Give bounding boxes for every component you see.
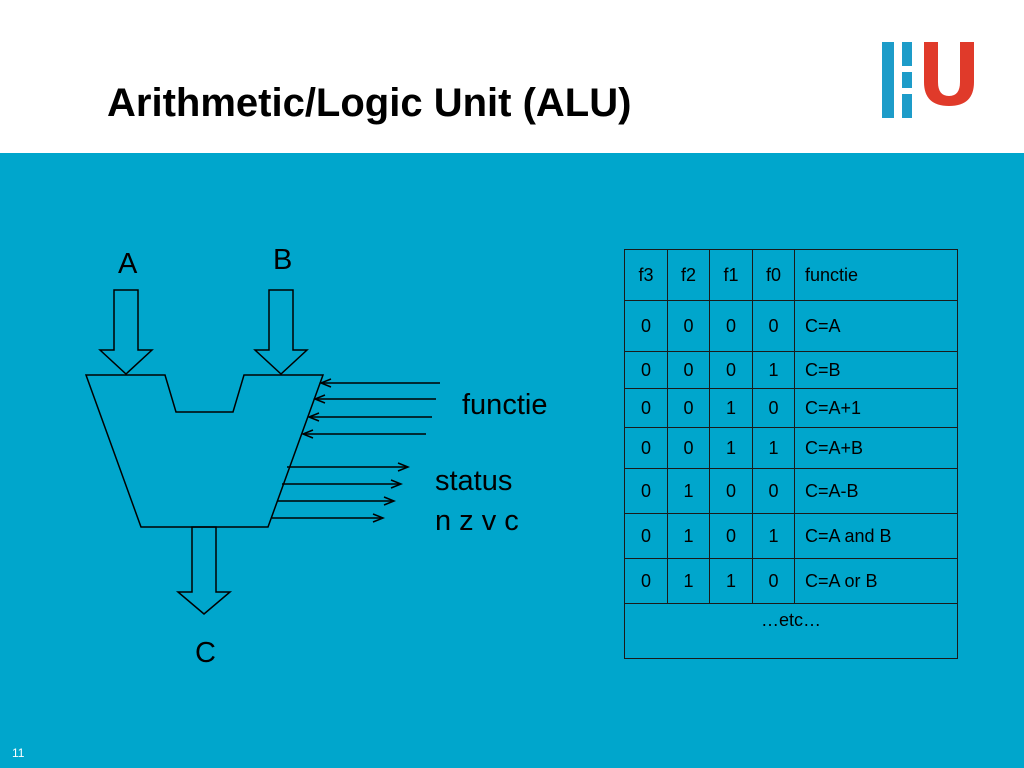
table-row: 0 0 0 1 C=B <box>624 351 958 389</box>
table-cell-function: C=A or B <box>794 558 958 604</box>
slide-title: Arithmetic/Logic Unit (ALU) <box>107 81 632 125</box>
table-footer-etc: …etc… <box>624 603 958 659</box>
table-row: 0 0 1 0 C=A+1 <box>624 388 958 428</box>
hu-logo <box>882 42 974 118</box>
function-table: f3 f2 f1 f0 functie 0 0 0 0 C=A 0 0 0 1 … <box>624 249 958 659</box>
table-cell-function: C=A+B <box>794 427 958 469</box>
logo-letter-u <box>924 42 974 106</box>
function-arrowhead-3 <box>306 412 320 422</box>
table-cell: 0 <box>624 388 668 428</box>
table-cell-function: C=A <box>794 300 958 352</box>
table-row: 0 1 0 1 C=A and B <box>624 513 958 559</box>
slide-header: Arithmetic/Logic Unit (ALU) <box>0 0 1024 153</box>
table-cell: 1 <box>752 427 795 469</box>
header-f0: f0 <box>752 249 795 301</box>
table-cell: 0 <box>709 468 753 514</box>
table-cell: 1 <box>709 388 753 428</box>
table-cell: 0 <box>667 388 710 428</box>
table-row: 0 0 1 1 C=A+B <box>624 427 958 469</box>
status-arrowhead-1 <box>397 462 411 472</box>
label-a: A <box>118 248 138 280</box>
function-arrowhead-1 <box>318 378 332 388</box>
table-cell: 0 <box>624 558 668 604</box>
header-f3: f3 <box>624 249 668 301</box>
table-cell: 0 <box>752 300 795 352</box>
table-cell: 0 <box>624 513 668 559</box>
status-arrowhead-3 <box>383 496 397 506</box>
header-functie: functie <box>794 249 958 301</box>
table-header-row: f3 f2 f1 f0 functie <box>624 249 958 301</box>
table-cell: 0 <box>752 558 795 604</box>
label-b: B <box>273 244 292 276</box>
header-f1: f1 <box>709 249 753 301</box>
table-cell: 0 <box>624 300 668 352</box>
table-cell: 1 <box>752 351 795 389</box>
status-arrows <box>272 462 411 523</box>
table-cell: 0 <box>667 427 710 469</box>
table-row: 0 1 0 0 C=A-B <box>624 468 958 514</box>
function-arrowhead-2 <box>312 394 326 404</box>
table-cell: 0 <box>709 513 753 559</box>
alu-body <box>84 374 325 528</box>
table-cell: 1 <box>709 558 753 604</box>
input-b-arrow <box>253 289 309 376</box>
table-cell: 1 <box>752 513 795 559</box>
table-cell: 1 <box>709 427 753 469</box>
function-arrows <box>300 378 440 439</box>
logo-bar-mid-mid <box>902 72 912 88</box>
table-cell: 0 <box>624 468 668 514</box>
table-cell-function: C=B <box>794 351 958 389</box>
label-status-flags: n z v c <box>435 505 519 537</box>
status-arrowhead-2 <box>390 479 404 489</box>
input-a-arrow <box>98 289 154 376</box>
table-cell: 1 <box>667 513 710 559</box>
logo-bar-mid-top <box>902 42 912 66</box>
status-arrowhead-4 <box>372 513 386 523</box>
output-c-arrow <box>175 526 233 615</box>
table-cell: 0 <box>752 468 795 514</box>
table-cell: 0 <box>752 388 795 428</box>
label-status: status <box>435 465 512 497</box>
logo-bar-mid-bot <box>902 94 912 118</box>
function-arrowhead-4 <box>300 429 314 439</box>
table-cell-function: C=A+1 <box>794 388 958 428</box>
table-cell: 0 <box>667 351 710 389</box>
label-functie: functie <box>462 389 547 421</box>
table-cell-function: C=A-B <box>794 468 958 514</box>
logo-bar-left <box>882 42 894 118</box>
label-c: C <box>195 637 216 669</box>
table-row: 0 1 1 0 C=A or B <box>624 558 958 604</box>
table-row: 0 0 0 0 C=A <box>624 300 958 352</box>
table-cell: 0 <box>709 300 753 352</box>
table-cell: 1 <box>667 558 710 604</box>
table-footer-row: …etc… <box>624 603 958 659</box>
table-cell: 0 <box>667 300 710 352</box>
table-cell: 1 <box>667 468 710 514</box>
table-cell: 0 <box>709 351 753 389</box>
table-cell-function: C=A and B <box>794 513 958 559</box>
page-number: 11 <box>12 746 25 760</box>
table-cell: 0 <box>624 427 668 469</box>
header-f2: f2 <box>667 249 710 301</box>
table-cell: 0 <box>624 351 668 389</box>
